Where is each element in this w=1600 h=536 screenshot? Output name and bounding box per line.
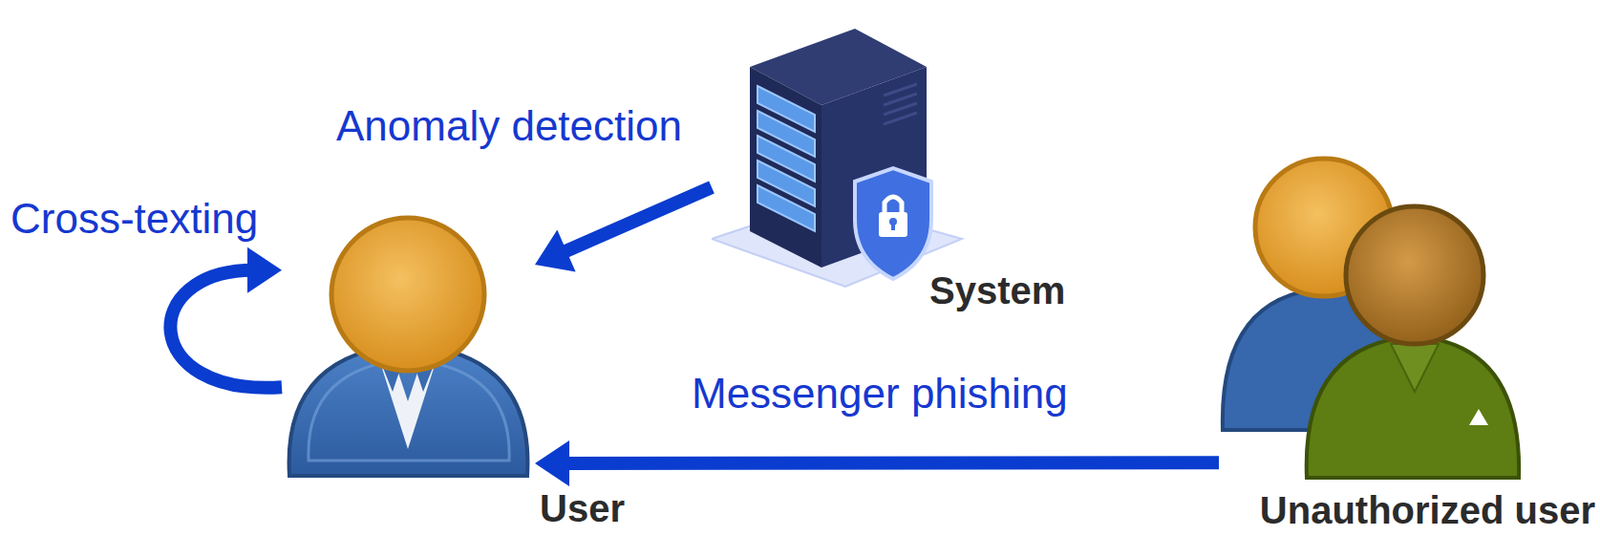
user-icon [281, 210, 535, 483]
arrow-line [170, 270, 282, 388]
arrow-line [563, 455, 1219, 470]
node-label: System [929, 269, 1066, 312]
unauthorized-user-node: Unauthorized user [1218, 152, 1525, 483]
node-label: Unauthorized user [1259, 489, 1596, 532]
unauthorized-users-icon [1218, 152, 1525, 483]
user-node: User [281, 210, 535, 483]
node-label: User [539, 487, 625, 530]
edge-label: Anomaly detection [336, 103, 683, 150]
edge-label: Messenger phishing [691, 370, 1068, 417]
arrow-head [534, 440, 570, 487]
arrow-head [247, 247, 282, 294]
arrow-line [560, 187, 712, 254]
arrow-connector [170, 247, 282, 388]
edge-label: Cross-texting [10, 195, 258, 242]
arrow-head [534, 230, 576, 273]
server-icon [711, 9, 965, 297]
arrow-connector [534, 440, 1219, 487]
arrow-connector [534, 187, 712, 273]
system-node: System [711, 9, 965, 297]
